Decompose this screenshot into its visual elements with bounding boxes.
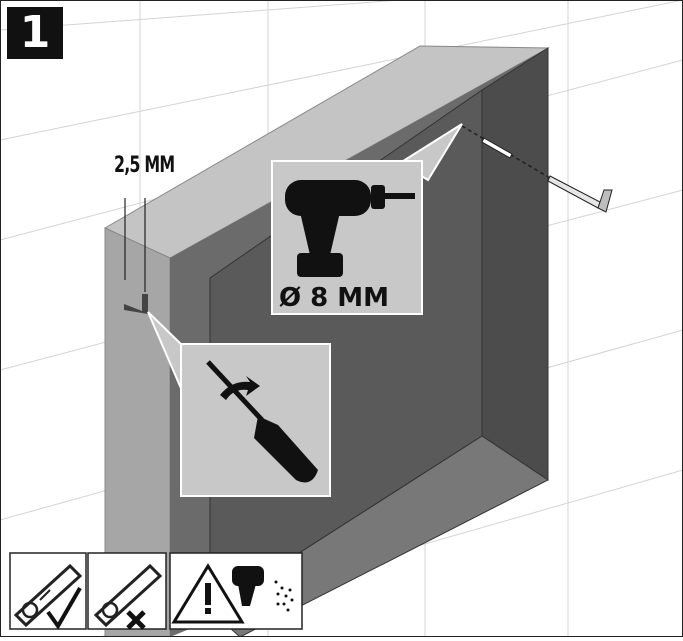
wall-hook-right [461, 125, 613, 213]
spirit-level-cross-icon [93, 563, 163, 630]
niche-right-side [481, 47, 549, 481]
spirit-level-check-icon [13, 563, 83, 630]
drill-warning-icon [171, 563, 294, 624]
drill-icon [285, 180, 415, 277]
spacing-dimension-label: 2,5 MM [114, 153, 175, 178]
screwdriver-icon [206, 360, 318, 483]
drill-diameter-label: Ø 8 MM [279, 283, 390, 313]
drill-callout [271, 123, 463, 315]
screwdriver-callout [147, 311, 331, 497]
step-number-badge: 1 [7, 7, 63, 59]
wall-hook-left [124, 294, 148, 314]
footer-icons [9, 552, 303, 630]
dimension-lines [124, 198, 146, 292]
